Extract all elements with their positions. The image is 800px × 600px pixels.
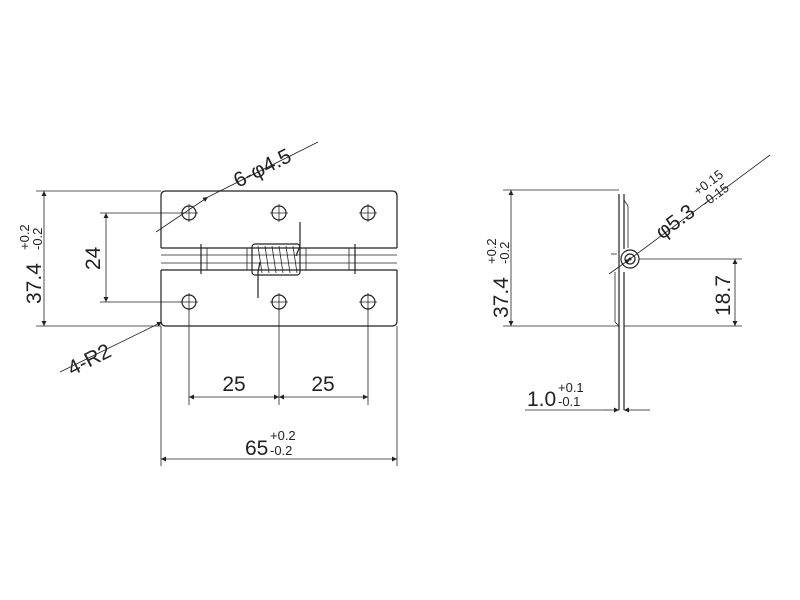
radius-callout: 4-R2 (59, 321, 163, 381)
front-height-tol-minus: -0.2 (30, 228, 45, 250)
front-height-tol-plus: +0.2 (17, 224, 32, 250)
hole-spacing-vertical-dimension: 24 (82, 212, 182, 303)
front-width-value: 65 (245, 437, 268, 460)
hole-spacing-left-value: 25 (222, 373, 245, 396)
thickness-tol-plus: +0.1 (558, 380, 584, 395)
pin-height-dimension: 18.7 (624, 258, 742, 327)
pin-diameter-callout: φ5.3 +0.15 -0.15 (608, 154, 771, 275)
front-height-value: 37.4 (23, 263, 46, 304)
thickness-tol-minus: -0.1 (558, 394, 580, 409)
mounting-holes (180, 204, 377, 311)
mounting-hole (359, 293, 377, 311)
front-height-dimension: 37.4 +0.2 -0.2 (17, 190, 161, 327)
hole-spacing-horizontal-dimension: 25 25 (188, 309, 369, 405)
mounting-hole (180, 293, 198, 311)
thickness-dimension: 1.0 +0.1 -0.1 (525, 380, 650, 413)
side-height-value: 37.4 (490, 277, 513, 318)
hole-callout: 6-φ4.5 (155, 141, 319, 233)
side-view: 37.4 +0.2 -0.2 φ5.3 +0.15 -0.15 18.7 (484, 154, 771, 413)
hole-callout-text: 6-φ4.5 (230, 144, 295, 192)
mounting-hole (270, 293, 288, 311)
torsion-spring (251, 222, 301, 298)
hole-spacing-vertical-value: 24 (82, 246, 105, 270)
mounting-hole (359, 204, 377, 222)
pin-height-value: 18.7 (712, 275, 735, 316)
front-width-tol-plus: +0.2 (270, 428, 296, 443)
side-height-tol-plus: +0.2 (484, 238, 499, 264)
front-width-tol-minus: -0.2 (270, 443, 292, 458)
side-height-tol-minus: -0.2 (497, 242, 512, 264)
hole-spacing-right-value: 25 (311, 373, 334, 396)
front-view: 6-φ4.5 4-R2 37.4 +0.2 -0.2 24 (17, 141, 398, 466)
thickness-value: 1.0 (527, 388, 556, 411)
front-width-dimension: 65 +0.2 -0.2 (160, 326, 398, 466)
mounting-hole (180, 204, 198, 222)
radius-callout-text: 4-R2 (64, 340, 115, 381)
side-profile (611, 194, 629, 410)
mounting-hole (270, 204, 288, 222)
side-height-dimension: 37.4 +0.2 -0.2 (484, 189, 619, 327)
